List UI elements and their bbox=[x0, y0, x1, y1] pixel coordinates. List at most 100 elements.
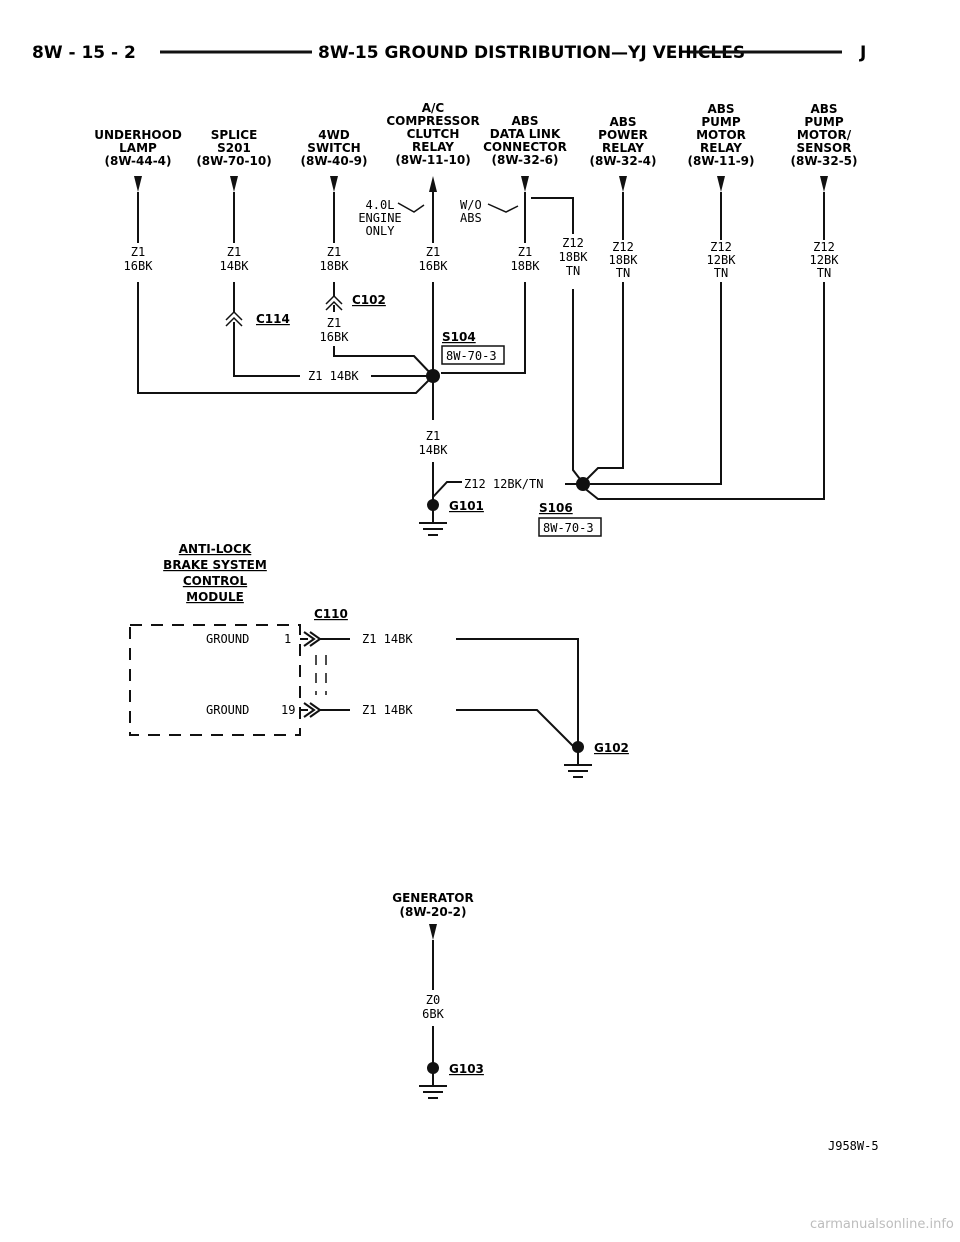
connector-c110-pin1 bbox=[300, 631, 322, 647]
module-ground-19-pin: 19 bbox=[281, 703, 295, 717]
svg-text:ABS: ABS bbox=[707, 102, 734, 116]
ground-g102-label: G102 bbox=[594, 741, 629, 755]
ground-g103-label: G103 bbox=[449, 1062, 484, 1076]
note-engine-leader bbox=[397, 202, 425, 213]
svg-text:(8W-32-4): (8W-32-4) bbox=[589, 154, 656, 168]
svg-text:16BK: 16BK bbox=[320, 330, 350, 344]
svg-text:(8W-40-9): (8W-40-9) bbox=[300, 154, 367, 168]
svg-text:Z12: Z12 bbox=[562, 236, 584, 250]
connector-c102-symbol bbox=[325, 294, 343, 311]
wire-label-3: Z1 18BK bbox=[320, 245, 350, 273]
wire-label-1: Z1 16BK bbox=[124, 245, 154, 273]
svg-text:MOTOR/: MOTOR/ bbox=[797, 128, 852, 142]
connector-c110-pin19 bbox=[300, 702, 322, 718]
svg-text:LAMP: LAMP bbox=[119, 141, 157, 155]
wire-label-4: Z1 16BK bbox=[419, 245, 449, 273]
svg-text:PUMP: PUMP bbox=[701, 115, 740, 129]
svg-text:CONTROL: CONTROL bbox=[183, 574, 248, 588]
svg-text:(8W-44-4): (8W-44-4) bbox=[104, 154, 171, 168]
source-4wd-switch: 4WD SWITCH (8W-40-9) bbox=[300, 128, 367, 168]
svg-text:(8W-70-10): (8W-70-10) bbox=[196, 154, 271, 168]
svg-text:Z0: Z0 bbox=[426, 993, 440, 1007]
abs-module-title: ANTI-LOCK BRAKE SYSTEM CONTROL MODULE bbox=[163, 542, 267, 604]
wire-label-6: Z12 18BK TN bbox=[559, 236, 589, 278]
wire-label-z12-main: Z12 12BK/TN bbox=[464, 477, 543, 491]
wire-splice-s201 bbox=[233, 192, 433, 377]
svg-text:RELAY: RELAY bbox=[412, 140, 454, 154]
splice-s106-dot bbox=[576, 477, 590, 491]
svg-text:RELAY: RELAY bbox=[602, 141, 644, 155]
svg-text:14BK: 14BK bbox=[419, 443, 449, 457]
svg-text:TN: TN bbox=[714, 266, 728, 280]
svg-text:CONNECTOR: CONNECTOR bbox=[483, 140, 567, 154]
splice-s104-ref-box bbox=[441, 345, 505, 365]
svg-text:(8W-11-9): (8W-11-9) bbox=[687, 154, 754, 168]
svg-text:(8W-32-6): (8W-32-6) bbox=[491, 153, 558, 167]
module-ground-19-label: GROUND bbox=[206, 703, 249, 717]
svg-text:A/C: A/C bbox=[422, 101, 445, 115]
source-underhood-lamp: UNDERHOOD LAMP (8W-44-4) bbox=[94, 128, 182, 168]
svg-text:(8W-20-2): (8W-20-2) bbox=[399, 905, 466, 919]
svg-text:Z12: Z12 bbox=[813, 240, 835, 254]
svg-text:Z1: Z1 bbox=[426, 245, 440, 259]
svg-text:S201: S201 bbox=[217, 141, 251, 155]
svg-text:4WD: 4WD bbox=[318, 128, 350, 142]
source-ac-compressor-clutch-relay: A/C COMPRESSOR CLUTCH RELAY (8W-11-10) bbox=[386, 101, 479, 167]
generator-arrow bbox=[429, 924, 437, 940]
connector-c110-label: C110 bbox=[314, 607, 348, 621]
source-arrows bbox=[134, 176, 828, 192]
wire-label-generator: Z0 6BK bbox=[422, 993, 444, 1021]
wire-label-5: Z1 18BK bbox=[511, 245, 541, 273]
wire-label-ground-1: Z1 14BK bbox=[362, 632, 413, 646]
wire-label-s104-out: Z1 14BK bbox=[419, 429, 449, 457]
svg-text:ABS: ABS bbox=[511, 114, 538, 128]
splice-s106-label: S106 bbox=[539, 501, 573, 515]
ground-g103-symbol bbox=[419, 1068, 447, 1099]
svg-text:4.0L: 4.0L bbox=[366, 198, 395, 212]
page-title: 8W-15 GROUND DISTRIBUTION—YJ VEHICLES bbox=[318, 43, 745, 63]
wire-z12-main bbox=[432, 481, 577, 498]
wire-ground-19 bbox=[320, 709, 576, 749]
source-abs-power-relay: ABS POWER RELAY (8W-32-4) bbox=[589, 115, 656, 168]
svg-text:Z1: Z1 bbox=[426, 429, 440, 443]
wire-label-2: Z1 14BK bbox=[220, 245, 250, 273]
splice-s104-label: S104 bbox=[442, 330, 476, 344]
svg-text:18BK: 18BK bbox=[511, 259, 541, 273]
splice-s106-ref-box bbox=[538, 517, 602, 537]
svg-text:TN: TN bbox=[616, 266, 630, 280]
connector-c110-outline bbox=[315, 655, 327, 695]
ground-g101-symbol bbox=[419, 505, 447, 536]
ground-g102-symbol bbox=[564, 747, 592, 778]
connector-c114-label: C114 bbox=[256, 312, 290, 326]
splice-s106-ref: 8W-70-3 bbox=[543, 521, 594, 535]
svg-text:TN: TN bbox=[566, 264, 580, 278]
source-generator: GENERATOR (8W-20-2) bbox=[392, 891, 474, 919]
svg-text:Z12: Z12 bbox=[612, 240, 634, 254]
svg-text:ABS: ABS bbox=[810, 102, 837, 116]
svg-text:SWITCH: SWITCH bbox=[307, 141, 360, 155]
ground-g101-label: G101 bbox=[449, 499, 484, 513]
wire-abs-data-link bbox=[441, 192, 526, 374]
wire-label-9: Z12 12BK TN bbox=[810, 240, 840, 280]
note-wo-abs: W/O ABS bbox=[460, 198, 482, 225]
wire-abs-power-relay bbox=[582, 192, 624, 484]
wire-abs-pump-motor-sensor bbox=[582, 192, 825, 500]
svg-text:TN: TN bbox=[817, 266, 831, 280]
note-4-0l-engine-only: 4.0L ENGINE ONLY bbox=[358, 198, 401, 238]
svg-text:Z1: Z1 bbox=[327, 316, 341, 330]
module-ground-1-pin: 1 bbox=[284, 632, 291, 646]
svg-text:W/O: W/O bbox=[460, 198, 482, 212]
connector-c102-label: C102 bbox=[352, 293, 386, 307]
svg-text:12BK: 12BK bbox=[810, 253, 840, 267]
source-abs-pump-motor-sensor: ABS PUMP MOTOR/ SENSOR (8W-32-5) bbox=[790, 102, 857, 168]
wire-label-c102: Z1 16BK bbox=[320, 316, 350, 344]
svg-text:16BK: 16BK bbox=[124, 259, 154, 273]
svg-text:MODULE: MODULE bbox=[186, 590, 244, 604]
svg-text:ENGINE: ENGINE bbox=[358, 211, 401, 225]
source-splice-s201: SPLICE S201 (8W-70-10) bbox=[196, 128, 271, 168]
svg-text:(8W-32-5): (8W-32-5) bbox=[790, 154, 857, 168]
svg-text:Z12: Z12 bbox=[710, 240, 732, 254]
abs-module-outline bbox=[129, 624, 301, 736]
wire-ground-1 bbox=[320, 638, 579, 748]
svg-text:6BK: 6BK bbox=[422, 1007, 444, 1021]
